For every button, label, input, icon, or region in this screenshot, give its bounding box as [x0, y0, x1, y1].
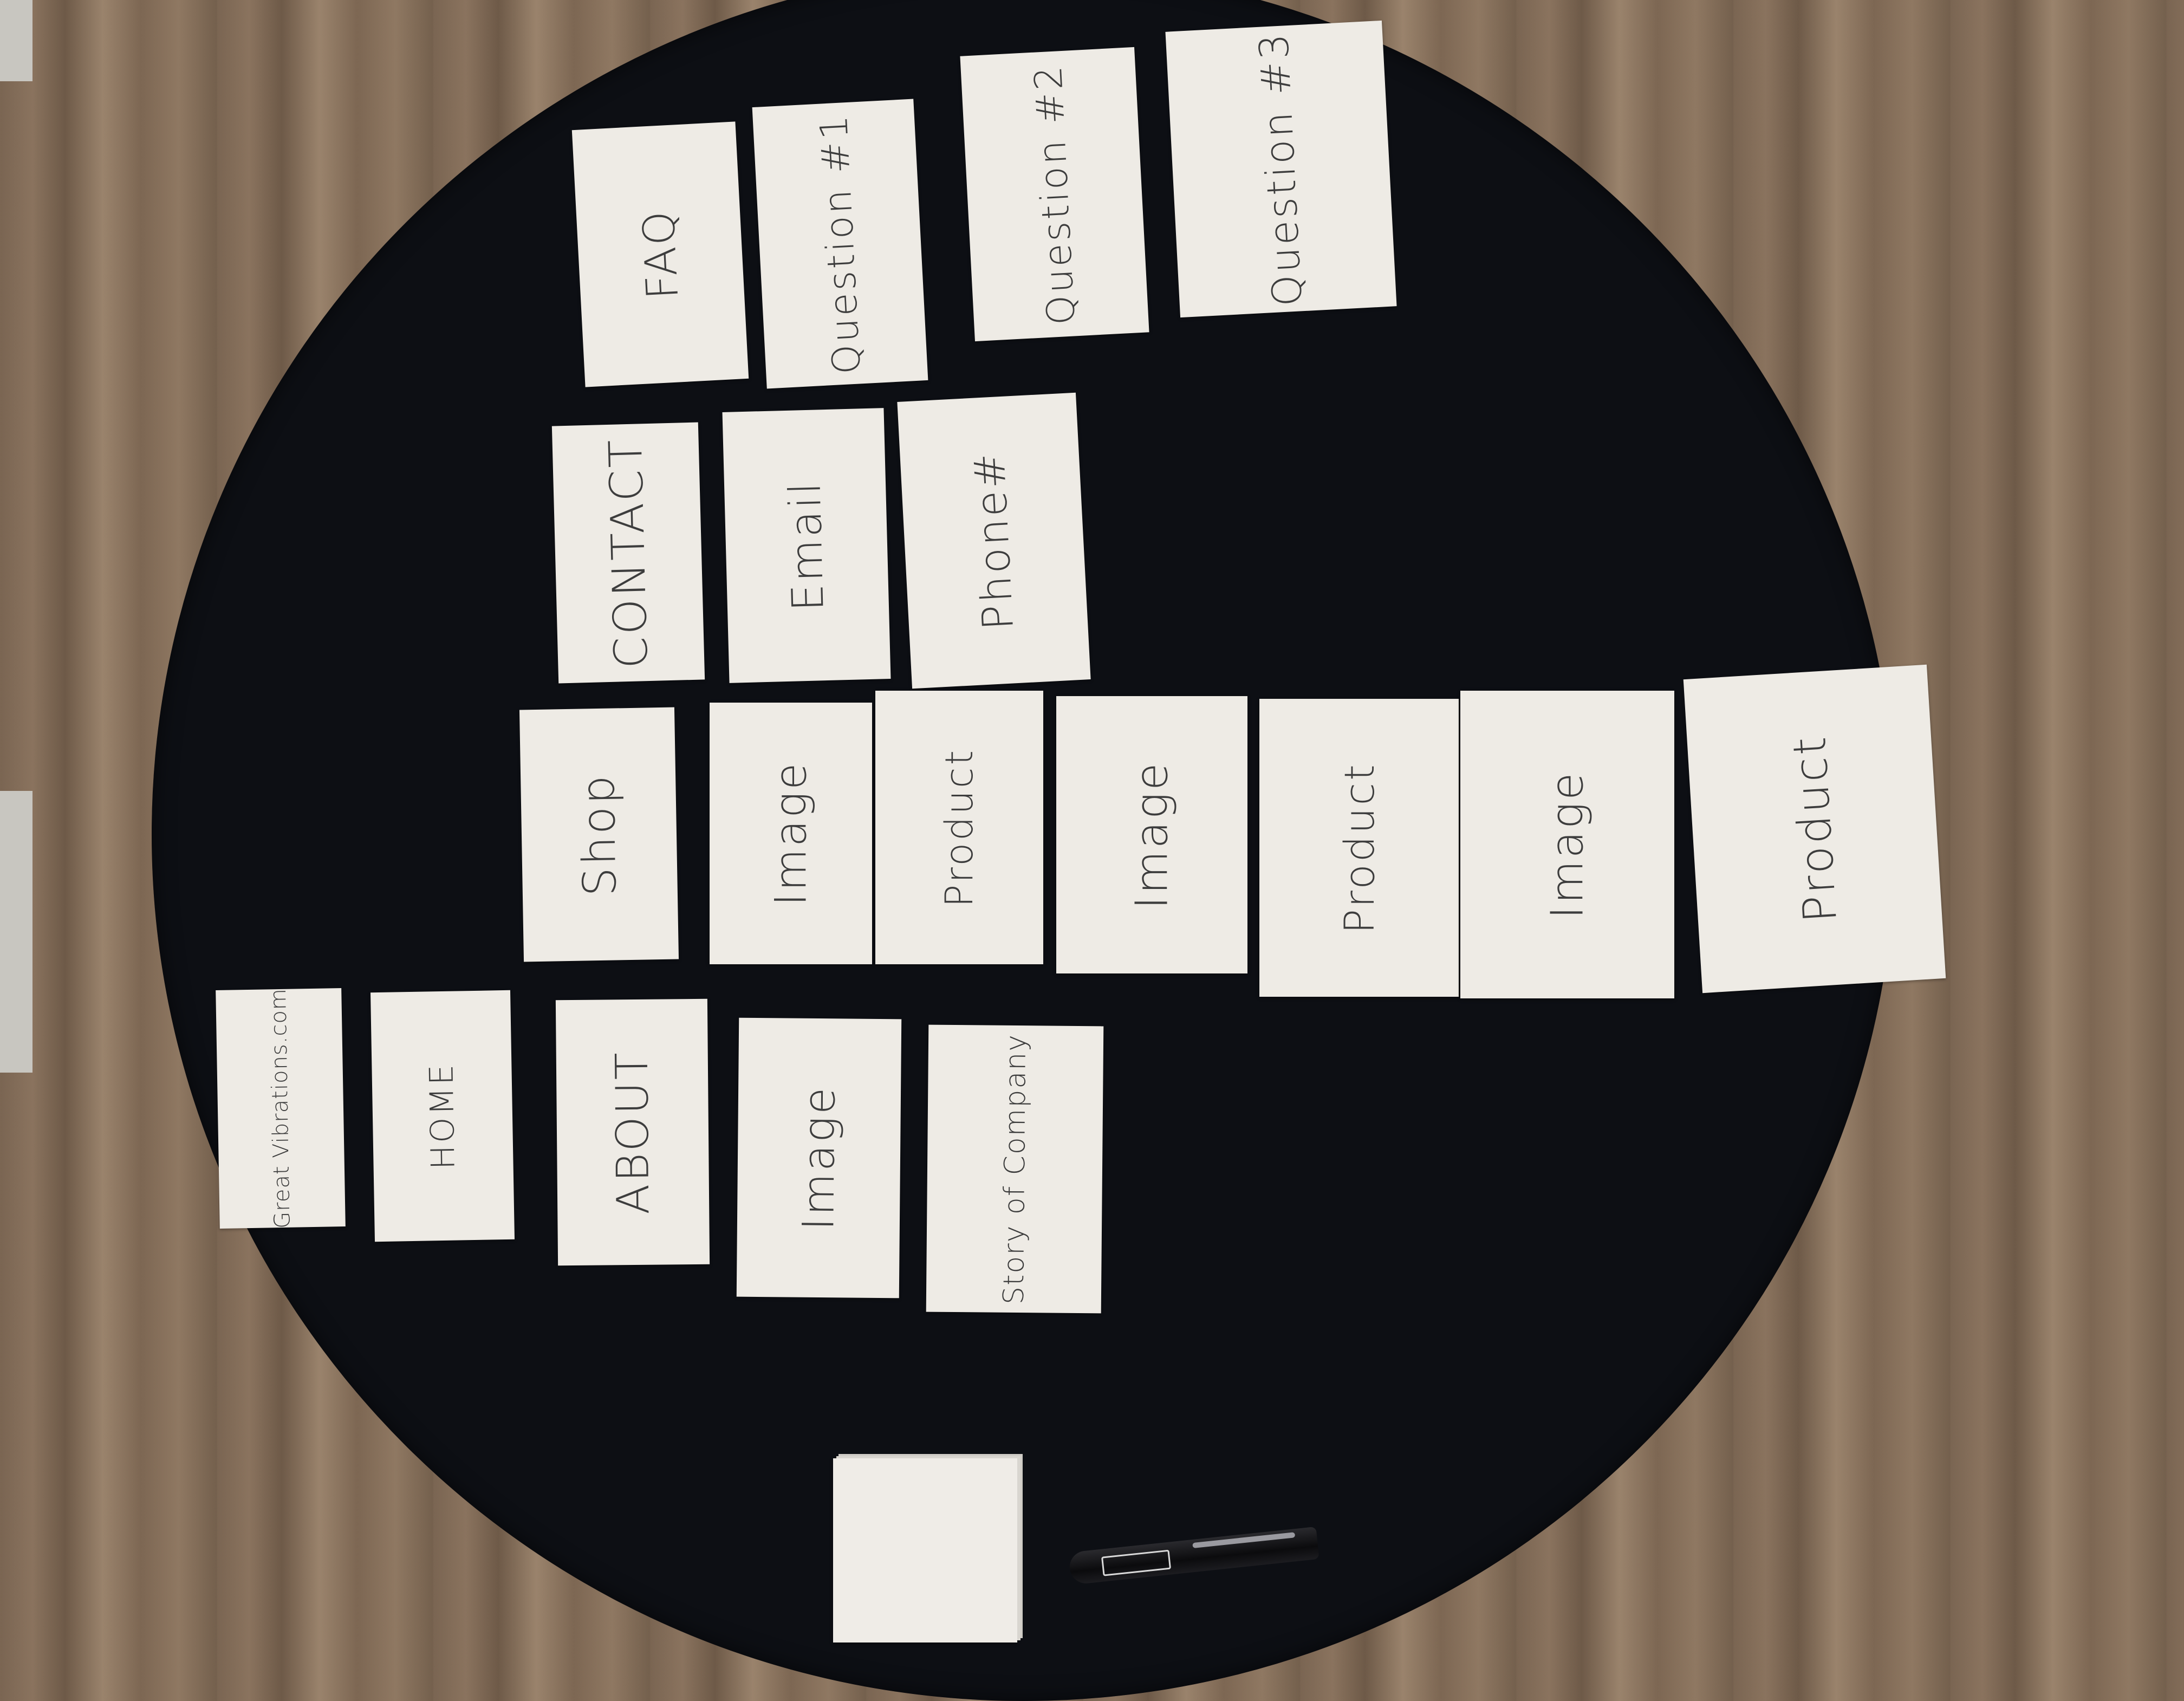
card-email-label: Email	[779, 479, 834, 612]
card-contact[interactable]: CONTACT	[551, 422, 705, 684]
card-about[interactable]: ABOUT	[555, 998, 710, 1266]
card-shop-product-2-label: Product	[1335, 762, 1383, 934]
card-contact-label: CONTACT	[599, 437, 658, 669]
card-shop-product-1-label: Product	[937, 748, 981, 907]
wall-edge-top	[0, 0, 32, 81]
card-faq-label: FAQ	[633, 207, 688, 301]
card-phone-label: Phone#	[965, 450, 1023, 632]
card-story-label: Story of Company	[997, 1033, 1032, 1305]
card-shop-product-3[interactable]: Product	[1683, 664, 1946, 994]
card-shop-product-3-label: Product	[1782, 733, 1847, 925]
card-shop-image-2[interactable]: Image	[1056, 696, 1247, 973]
card-about-image[interactable]: Image	[736, 1017, 902, 1299]
card-question-2-label: Question #2	[1025, 62, 1084, 326]
card-shop[interactable]: Shop	[519, 707, 679, 962]
card-shop-image-2-label: Image	[1126, 761, 1178, 909]
card-home[interactable]: HOME	[370, 990, 515, 1242]
card-about-label: ABOUT	[606, 1050, 659, 1215]
blank-card-stack[interactable]	[833, 1458, 1017, 1642]
card-story[interactable]: Story of Company	[926, 1024, 1104, 1314]
card-question-2[interactable]: Question #2	[960, 47, 1149, 342]
card-about-image-label: Image	[793, 1085, 845, 1231]
card-email[interactable]: Email	[722, 408, 891, 683]
card-faq[interactable]: FAQ	[571, 121, 749, 387]
card-site-name[interactable]: Great Vibrations.com	[216, 988, 346, 1229]
wall-edge-bottom	[0, 791, 32, 1073]
card-home-label: HOME	[422, 1062, 463, 1170]
card-site-name-label: Great Vibrations.com	[266, 988, 295, 1229]
card-shop-product-1[interactable]: Product	[875, 691, 1043, 964]
card-question-3[interactable]: Question #3	[1165, 20, 1397, 318]
card-question-1[interactable]: Question #1	[752, 99, 928, 389]
card-question-3-label: Question #3	[1250, 30, 1312, 308]
card-shop-label: Shop	[571, 772, 627, 897]
card-shop-image-3-label: Image	[1542, 770, 1593, 919]
pen-label-band	[1101, 1549, 1172, 1576]
card-shop-image-3[interactable]: Image	[1460, 691, 1674, 998]
card-shop-image-1-label: Image	[765, 761, 816, 906]
card-phone[interactable]: Phone#	[897, 392, 1091, 689]
card-shop-image-1[interactable]: Image	[710, 703, 872, 964]
card-shop-product-2[interactable]: Product	[1259, 699, 1459, 997]
card-question-1-label: Question #1	[811, 112, 869, 376]
